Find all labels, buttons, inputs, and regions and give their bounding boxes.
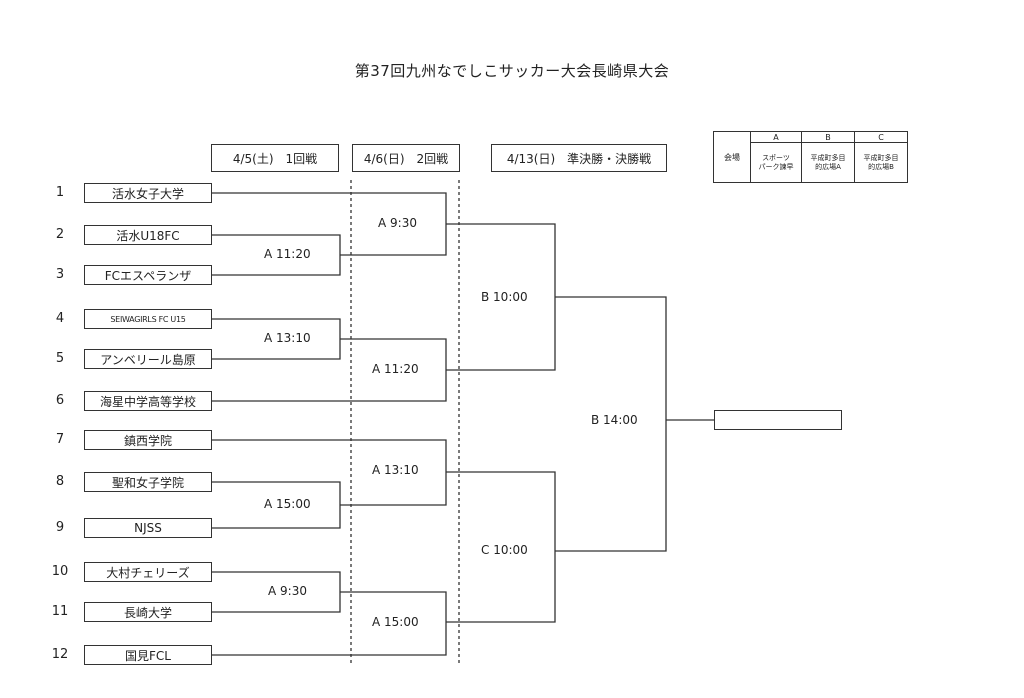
team-box: FCエスペランザ bbox=[84, 265, 212, 285]
semi-bracket-2 bbox=[446, 471, 556, 623]
venue-a-line1: スポーツ bbox=[762, 153, 790, 162]
team-box: 海星中学高等学校 bbox=[84, 391, 212, 411]
seed-number: 12 bbox=[51, 647, 69, 662]
team-box: 活水女子大学 bbox=[84, 183, 212, 203]
match-time-label: A 15:00 bbox=[264, 497, 311, 511]
round1-header: 4/5(土) 1回戦 bbox=[211, 144, 339, 172]
match-time-label: C 10:00 bbox=[481, 543, 528, 557]
match-time-label: A 9:30 bbox=[378, 216, 417, 230]
champion-box bbox=[714, 410, 842, 430]
final-time-label: B 14:00 bbox=[591, 413, 638, 427]
venue-c-line2: 的広場B bbox=[868, 162, 894, 171]
match-time-label: A 11:20 bbox=[372, 362, 419, 376]
match-time-label: B 10:00 bbox=[481, 290, 528, 304]
team-box: アンベリール島原 bbox=[84, 349, 212, 369]
match-time-label: A 13:10 bbox=[264, 331, 311, 345]
seed-number: 7 bbox=[55, 432, 65, 447]
match-time-label: A 11:20 bbox=[264, 247, 311, 261]
venue-code-a: A bbox=[750, 130, 802, 144]
venue-c: 平成町多目的広場B bbox=[854, 142, 908, 183]
venue-code-b: B bbox=[801, 130, 855, 144]
round3-header: 4/13(日) 準決勝・決勝戦 bbox=[491, 144, 667, 172]
team-box: 鎮西学院 bbox=[84, 430, 212, 450]
seed-number: 1 bbox=[55, 185, 65, 200]
seed-number: 2 bbox=[55, 227, 65, 242]
seed-number: 5 bbox=[55, 351, 65, 366]
venue-b-line1: 平成町多目 bbox=[810, 153, 846, 162]
round2-header: 4/6(日) 2回戦 bbox=[352, 144, 460, 172]
seed-number: 10 bbox=[51, 564, 69, 579]
seed-number: 8 bbox=[55, 474, 65, 489]
team-box: NJSS bbox=[84, 518, 212, 538]
venue-code-c: C bbox=[854, 130, 908, 144]
team-box: 活水U18FC bbox=[84, 225, 212, 245]
seed-number: 11 bbox=[51, 604, 69, 619]
seed-number: 3 bbox=[55, 267, 65, 282]
match-time-label: A 15:00 bbox=[372, 615, 419, 629]
team-box: 聖和女子学院 bbox=[84, 472, 212, 492]
team-box: 大村チェリーズ bbox=[84, 562, 212, 582]
page-title: 第37回九州なでしこサッカー大会長崎県大会 bbox=[354, 62, 670, 80]
team-box: 国見FCL bbox=[84, 645, 212, 665]
team-box: 長崎大学 bbox=[84, 602, 212, 622]
venue-c-line1: 平成町多目 bbox=[863, 153, 899, 162]
team-box: SEIWAGIRLS FC U15 bbox=[84, 309, 212, 329]
seed-number: 6 bbox=[55, 393, 65, 408]
r2-bracket-4 bbox=[212, 591, 447, 656]
venue-label: 会場 bbox=[713, 131, 751, 183]
venue-b-line2: 的広場A bbox=[815, 162, 841, 171]
seed-number: 4 bbox=[55, 311, 65, 326]
venue-a-line2: パーク諫早 bbox=[758, 162, 794, 171]
seed-number: 9 bbox=[55, 520, 65, 535]
final-bracket bbox=[555, 296, 667, 552]
venue-b: 平成町多目的広場A bbox=[801, 142, 855, 183]
venue-a: スポーツパーク諫早 bbox=[750, 142, 802, 183]
match-time-label: A 9:30 bbox=[268, 584, 307, 598]
venue-table: 会場 A B C スポーツパーク諫早 平成町多目的広場A 平成町多目的広場B bbox=[713, 130, 908, 183]
match-time-label: A 13:10 bbox=[372, 463, 419, 477]
